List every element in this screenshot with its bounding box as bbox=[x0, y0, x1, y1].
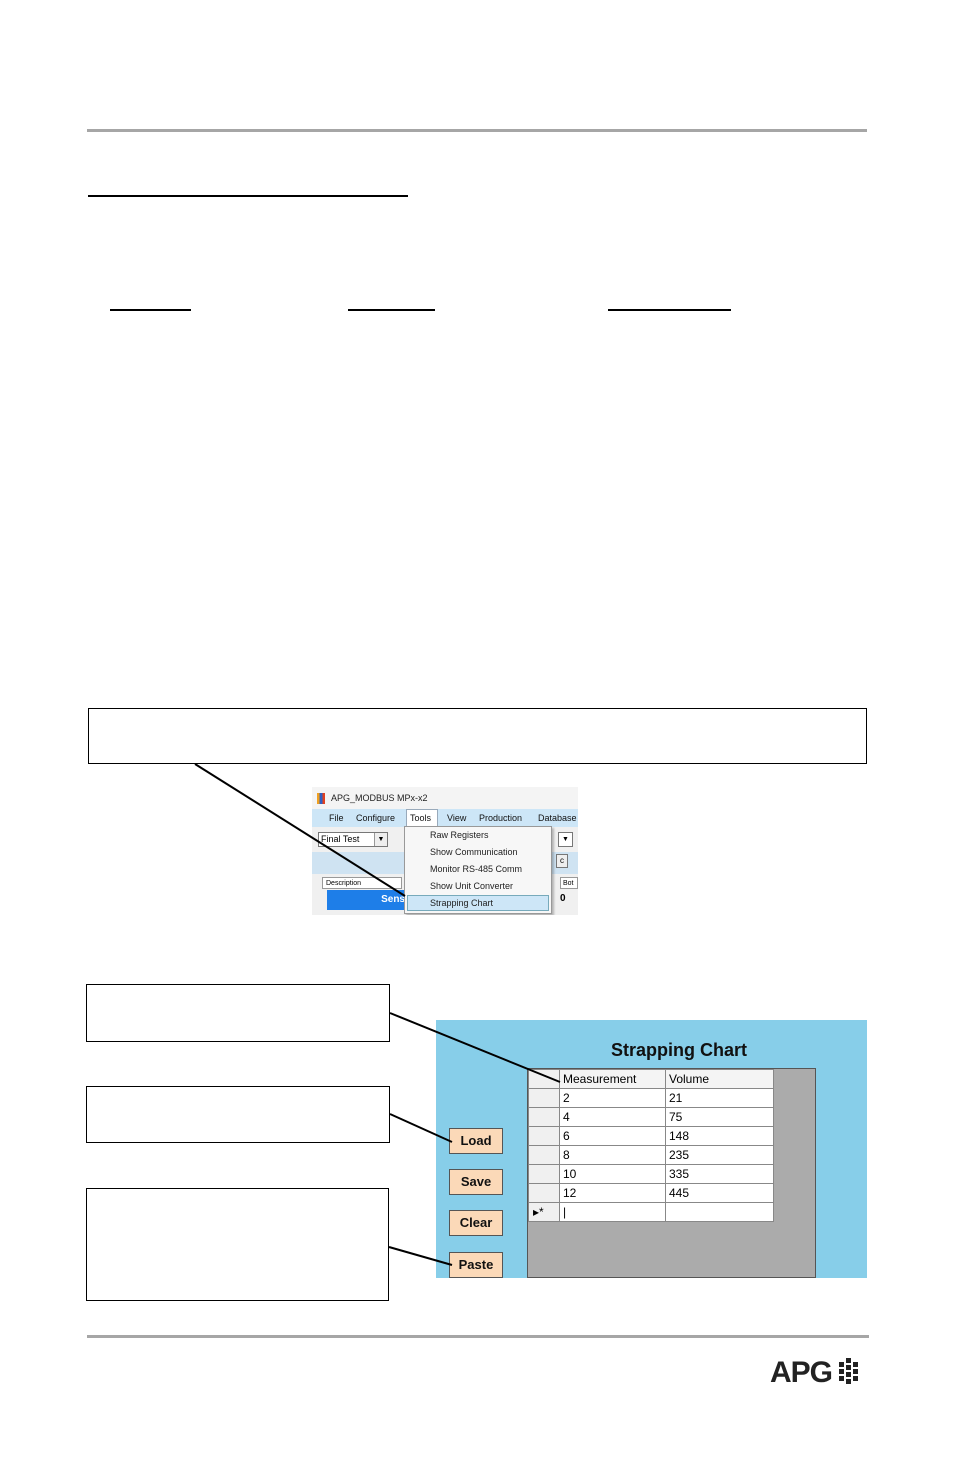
footer-rule bbox=[87, 1335, 869, 1338]
row-header[interactable] bbox=[528, 1164, 560, 1184]
value-cell: 0 bbox=[560, 893, 566, 904]
grid-header-bot: Bot bbox=[560, 877, 578, 889]
strapping-chart-screenshot: Strapping Chart Measurement Volume 2 21 … bbox=[436, 1020, 867, 1278]
column-underline-1 bbox=[110, 309, 191, 311]
new-row-volume-input[interactable] bbox=[665, 1202, 774, 1222]
tools-dropdown: Raw Registers Show Communication Monitor… bbox=[404, 826, 552, 914]
paste-button[interactable]: Paste bbox=[449, 1252, 503, 1278]
menu-item-show-communication[interactable]: Show Communication bbox=[430, 847, 518, 857]
leader-line-paste-button bbox=[388, 1246, 453, 1266]
column-header-measurement[interactable]: Measurement bbox=[559, 1069, 666, 1089]
table-row: 8 235 bbox=[528, 1145, 774, 1165]
menu-item-monitor-rs485[interactable]: Monitor RS-485 Comm bbox=[430, 864, 523, 874]
menu-production[interactable]: Production bbox=[479, 813, 523, 823]
c-button[interactable]: c bbox=[556, 854, 568, 868]
row-header[interactable] bbox=[528, 1183, 560, 1203]
row-header[interactable] bbox=[528, 1126, 560, 1146]
chevron-down-icon: ▼ bbox=[562, 836, 569, 843]
profile-select-value: Final Test bbox=[321, 834, 360, 844]
row-header-corner bbox=[528, 1069, 560, 1089]
strapping-table: Measurement Volume 2 21 4 75 6 148 8 235… bbox=[528, 1069, 774, 1222]
menu-configure[interactable]: Configure bbox=[356, 813, 396, 823]
menu-item-strapping-chart[interactable]: Strapping Chart bbox=[430, 898, 494, 908]
callout-tools-menu bbox=[88, 708, 867, 764]
grid-header-description: Description bbox=[322, 877, 402, 889]
cell-volume[interactable]: 235 bbox=[665, 1145, 774, 1165]
callout-chart-grid bbox=[86, 984, 390, 1042]
column-underline-2 bbox=[348, 309, 435, 311]
secondary-select[interactable]: ▼ bbox=[558, 832, 573, 847]
leader-line-tools-menu bbox=[194, 763, 406, 897]
apg-logo-dots-icon bbox=[839, 1358, 859, 1384]
new-row: ▸* | bbox=[528, 1202, 774, 1222]
callout-load-button bbox=[86, 1086, 390, 1143]
callout-paste-button bbox=[86, 1188, 389, 1301]
menu-item-raw-registers[interactable]: Raw Registers bbox=[430, 830, 489, 840]
table-row: 4 75 bbox=[528, 1107, 774, 1127]
apg-logo-text: APG bbox=[770, 1356, 833, 1389]
sensor-cell[interactable]: Sens bbox=[327, 890, 407, 910]
save-button[interactable]: Save bbox=[449, 1169, 503, 1195]
column-underline-3 bbox=[608, 309, 731, 311]
menu-item-highlight bbox=[407, 895, 549, 911]
chart-title: Strapping Chart bbox=[610, 1040, 747, 1060]
tools-menu-screenshot: APG_MODBUS MPx-x2 File Configure Tools V… bbox=[312, 787, 578, 915]
profile-select[interactable]: Final Test ▼ bbox=[318, 832, 388, 847]
clear-button[interactable]: Clear bbox=[449, 1210, 503, 1236]
chevron-down-icon: ▼ bbox=[374, 833, 387, 846]
leader-line-chart-grid bbox=[389, 1012, 561, 1083]
header-rule bbox=[87, 129, 867, 132]
menu-database[interactable]: Database bbox=[538, 813, 577, 823]
column-header-volume[interactable]: Volume bbox=[665, 1069, 774, 1089]
window-title: APG_MODBUS MPx-x2 bbox=[331, 793, 428, 803]
menu-view[interactable]: View bbox=[447, 813, 467, 823]
menu-item-show-unit-converter[interactable]: Show Unit Converter bbox=[430, 881, 514, 891]
app-logo-icon bbox=[317, 793, 325, 804]
menu-tools[interactable]: Tools bbox=[410, 813, 432, 823]
section-underline bbox=[88, 195, 408, 197]
menu-file[interactable]: File bbox=[329, 813, 344, 823]
leader-line-load-button bbox=[389, 1113, 453, 1143]
table-header-row: Measurement Volume bbox=[528, 1069, 774, 1089]
apg-logo: APG bbox=[770, 1356, 863, 1390]
row-header[interactable] bbox=[528, 1107, 560, 1127]
table-row: 12 445 bbox=[528, 1183, 774, 1203]
window-titlebar: APG_MODBUS MPx-x2 bbox=[312, 787, 578, 809]
menu-bar: File Configure Tools View Production Dat… bbox=[312, 809, 578, 827]
